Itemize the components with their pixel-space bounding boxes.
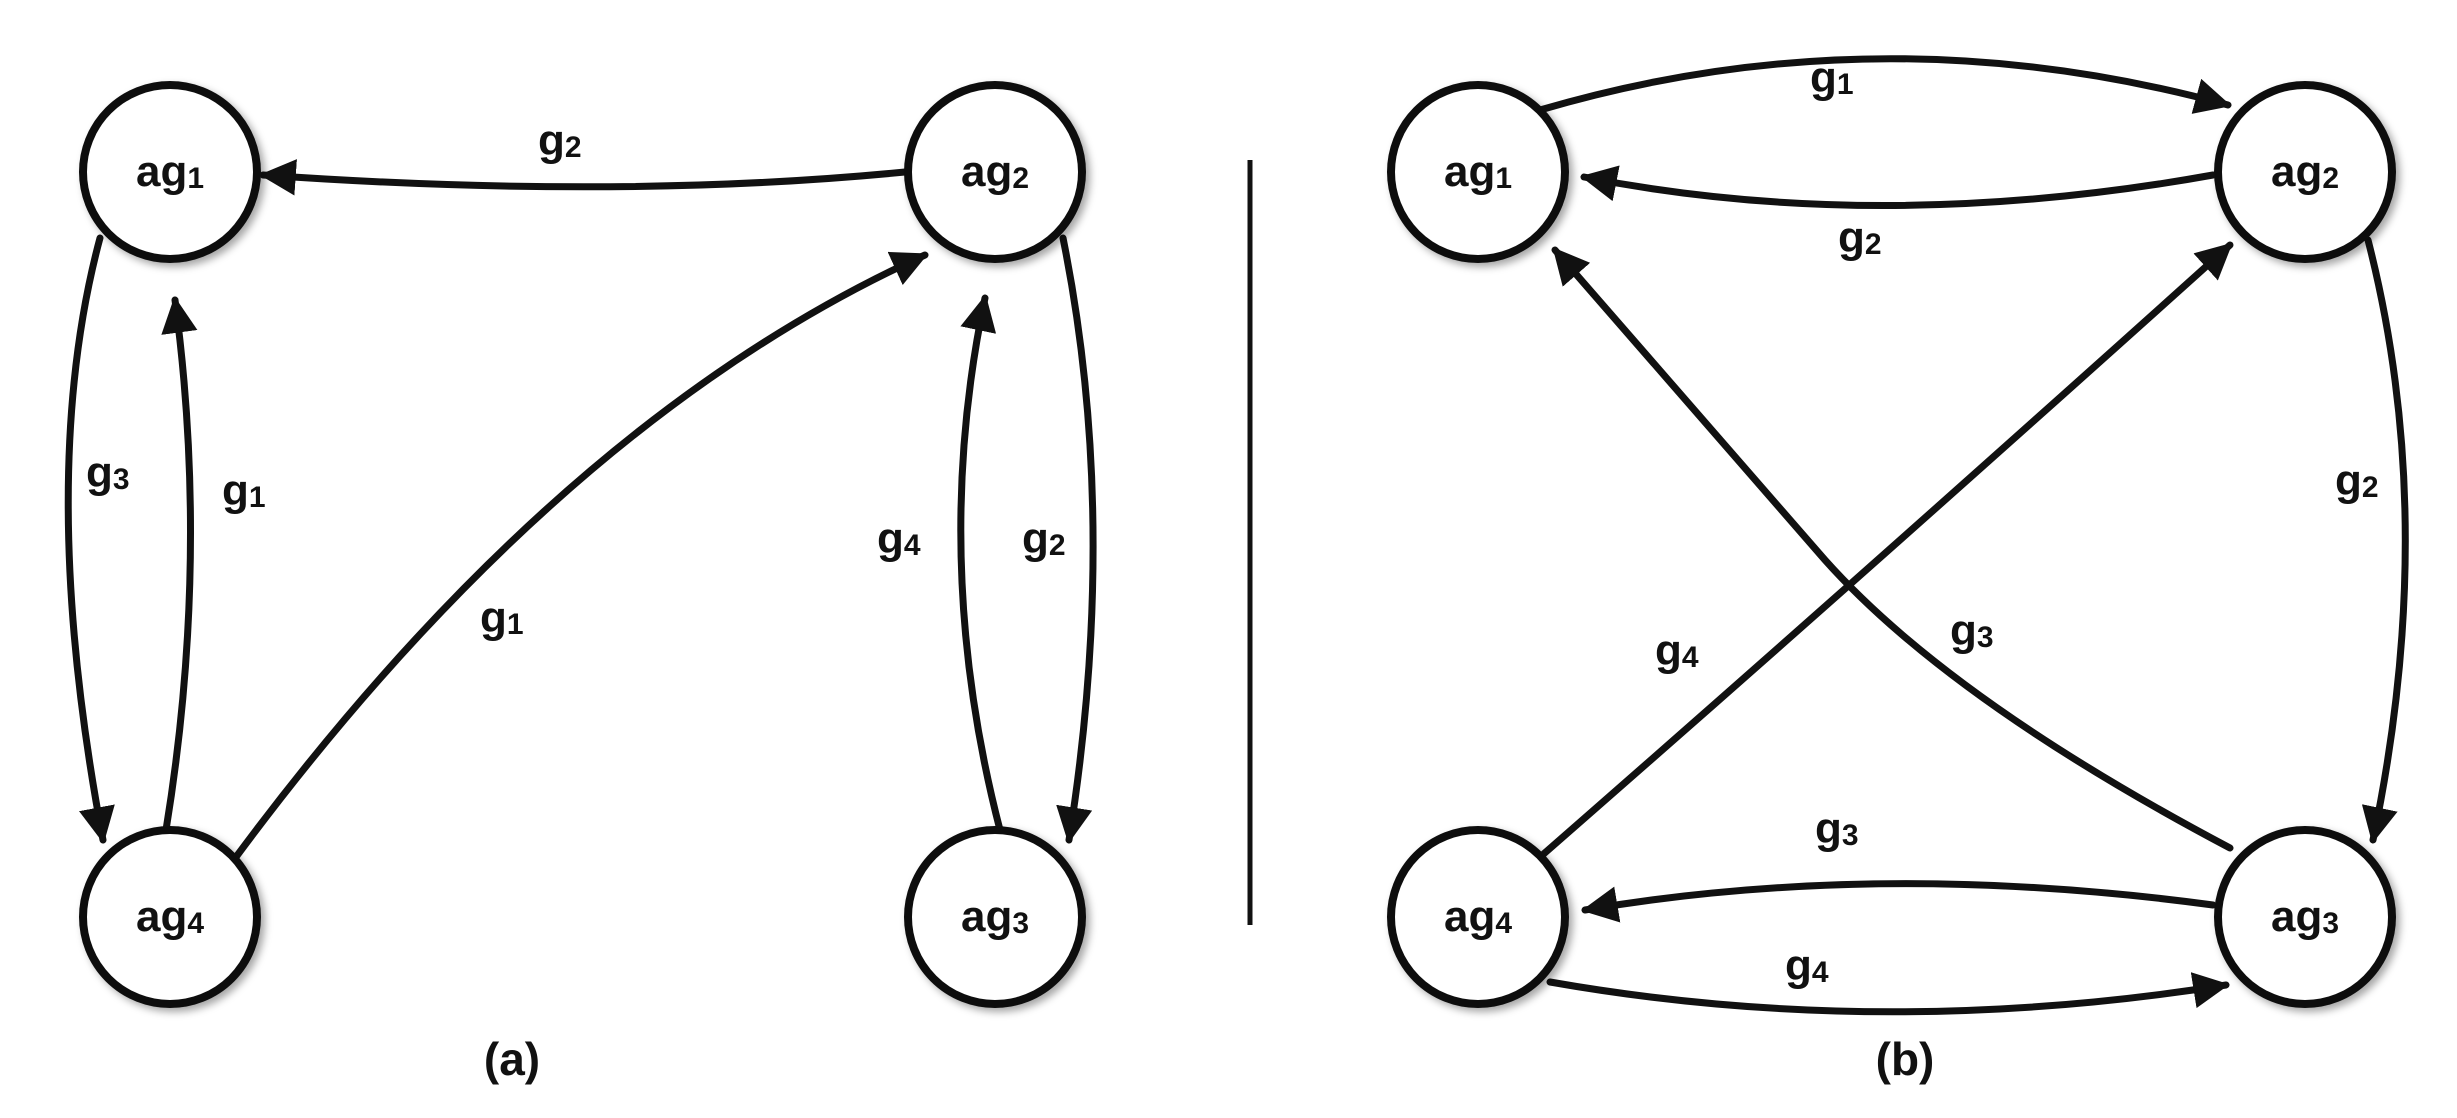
node-a-ag3: ag3 bbox=[904, 826, 1086, 1008]
label-a-g1-diag: g1 bbox=[480, 593, 524, 642]
node-b-ag3: ag3 bbox=[2214, 826, 2396, 1008]
edge-b-ag4-ag2-g4 bbox=[1535, 241, 2234, 862]
svg-text:ag2: ag2 bbox=[961, 147, 1029, 196]
node-b-ag1: ag1 bbox=[1387, 81, 1569, 263]
node-a-ag2: ag2 bbox=[904, 81, 1086, 263]
label-b-g4-bottom: g4 bbox=[1785, 941, 1829, 990]
edge-a-ag4-ag1-g1 bbox=[161, 296, 198, 834]
edge-a-ag4-ag2-g1 bbox=[232, 251, 929, 861]
label-b-g4-diag: g4 bbox=[1655, 626, 1699, 675]
label-b-g1-top: g1 bbox=[1810, 53, 1854, 102]
svg-text:ag3: ag3 bbox=[961, 892, 1029, 941]
svg-text:ag1: ag1 bbox=[1444, 147, 1512, 196]
svg-text:ag1: ag1 bbox=[136, 147, 204, 196]
node-b-ag2: ag2 bbox=[2214, 81, 2396, 263]
edge-a-ag2-ag3-g2 bbox=[1056, 234, 1097, 844]
edge-b-ag1-ag2-g1 bbox=[1536, 55, 2232, 114]
edge-b-ag3-ag4-g3 bbox=[1581, 880, 2217, 923]
edge-a-ag1-ag4-g3 bbox=[64, 234, 115, 844]
label-b-g3-bottom: g3 bbox=[1815, 804, 1859, 853]
panel-a: ag1 ag2 ag3 ag4 g2 g3 g1 g1 g4 g2 (a) bbox=[64, 81, 1097, 1085]
label-a-g2-right: g2 bbox=[1022, 514, 1066, 563]
edge-b-ag3-ag1-g3 bbox=[1551, 246, 2234, 852]
node-a-ag4: ag4 bbox=[79, 826, 261, 1008]
panel-b: ag1 ag2 ag3 ag4 g1 g2 g2 g4 g3 g3 g4 (b) bbox=[1387, 53, 2409, 1085]
label-a-g4: g4 bbox=[877, 514, 921, 563]
label-b-g3-diag: g3 bbox=[1950, 606, 1994, 655]
edge-a-ag3-ag2-g4 bbox=[957, 294, 1004, 834]
edge-b-ag2-ag1-g2 bbox=[1580, 165, 2217, 209]
svg-text:ag4: ag4 bbox=[136, 892, 204, 941]
node-a-ag1: ag1 bbox=[79, 81, 261, 263]
svg-text:ag3: ag3 bbox=[2271, 892, 2339, 941]
node-b-ag4: ag4 bbox=[1387, 826, 1569, 1008]
edge-a-ag2-ag1-g2 bbox=[259, 159, 909, 196]
svg-text:ag4: ag4 bbox=[1444, 892, 1512, 941]
label-a-g2-top: g2 bbox=[538, 116, 582, 165]
edge-b-ag4-ag3-g4 bbox=[1546, 972, 2230, 1016]
label-a-g3: g3 bbox=[86, 448, 130, 497]
caption-b: (b) bbox=[1876, 1033, 1935, 1085]
label-a-g1-left: g1 bbox=[222, 466, 266, 515]
label-b-g2-right: g2 bbox=[2335, 456, 2379, 505]
label-b-g2-top: g2 bbox=[1838, 213, 1882, 262]
caption-a: (a) bbox=[484, 1033, 540, 1085]
svg-text:ag2: ag2 bbox=[2271, 147, 2339, 196]
edge-b-ag2-ag3-g2 bbox=[2361, 236, 2409, 844]
